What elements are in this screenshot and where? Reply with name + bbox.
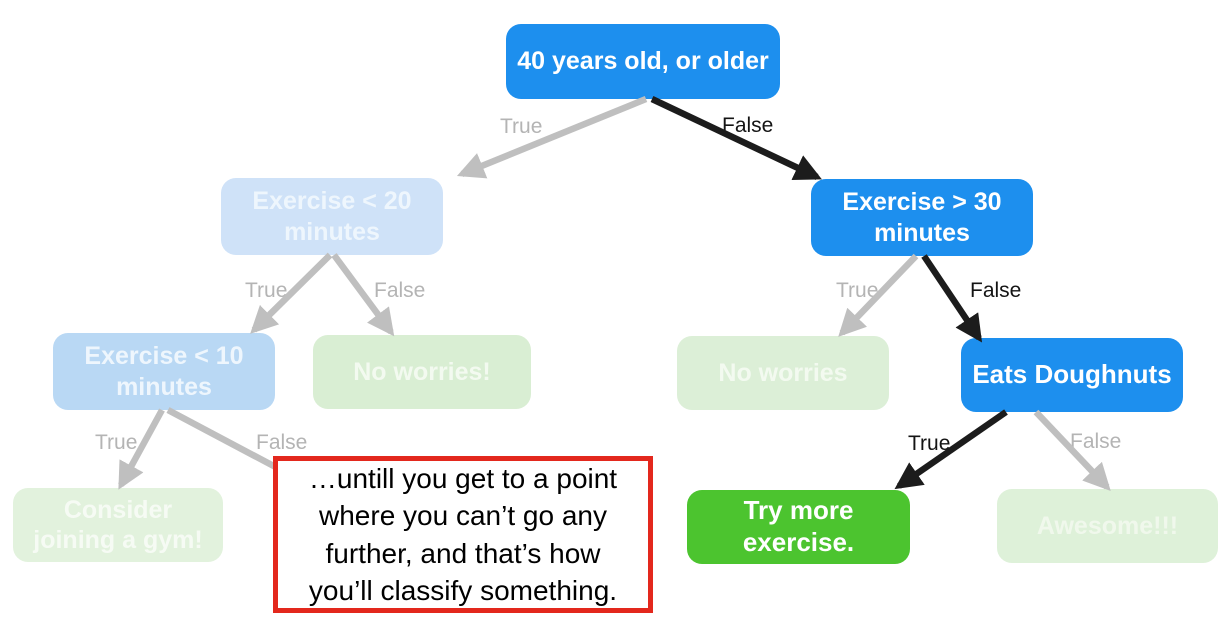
- edge-root-false: [650, 96, 822, 181]
- node-root: 40 years old, or older: [506, 24, 780, 99]
- doughnuts-false-label: False: [1070, 430, 1122, 453]
- node-exercise-lt-10: Exercise < 10 minutes: [53, 333, 275, 410]
- node-no-worries-right: No worries: [677, 336, 889, 410]
- annotation-note: …untill you get to a point where you can…: [273, 456, 653, 613]
- node-try-more-exercise: Try more exercise.: [687, 490, 910, 564]
- lt10-true-label: True: [95, 431, 138, 454]
- gt30-true-label: True: [836, 279, 879, 302]
- node-consider-gym: Consider joining a gym!: [13, 488, 223, 562]
- node-exercise-lt-20: Exercise < 20 minutes: [221, 178, 443, 255]
- node-no-worries-left: No worries!: [313, 335, 531, 409]
- node-eats-doughnuts: Eats Doughnuts: [961, 338, 1183, 412]
- node-awesome: Awesome!!!: [997, 489, 1218, 563]
- node-exercise-gt-30: Exercise > 30 minutes: [811, 179, 1033, 256]
- lt10-false-label: False: [256, 431, 308, 454]
- lt20-true-label: True: [245, 279, 288, 302]
- annotation-note-text: …untill you get to a point where you can…: [308, 463, 618, 606]
- lt20-false-label: False: [374, 279, 426, 302]
- edge-root-true: [456, 95, 648, 179]
- doughnuts-true-label: True: [908, 432, 951, 455]
- gt30-false-label: False: [970, 279, 1022, 302]
- root-true-label: True: [500, 115, 543, 138]
- root-false-label: False: [722, 114, 774, 137]
